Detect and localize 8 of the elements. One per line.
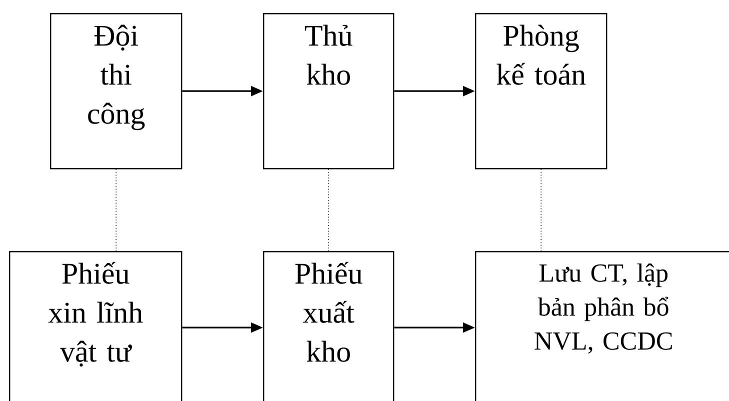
process-box: Phiếu xin lĩnh vật tư	[9, 251, 182, 401]
process-box: Phòng kế toán	[475, 13, 608, 170]
process-box: Lưu CT, lập bản phân bổ NVL, CCDC	[475, 251, 729, 401]
process-box: Phiếu xuất kho	[263, 251, 394, 401]
dotted-connector	[540, 168, 542, 252]
dotted-connector	[328, 168, 329, 252]
process-box: Thủ kho	[263, 13, 394, 170]
process-box: Đội thi công	[50, 13, 182, 170]
